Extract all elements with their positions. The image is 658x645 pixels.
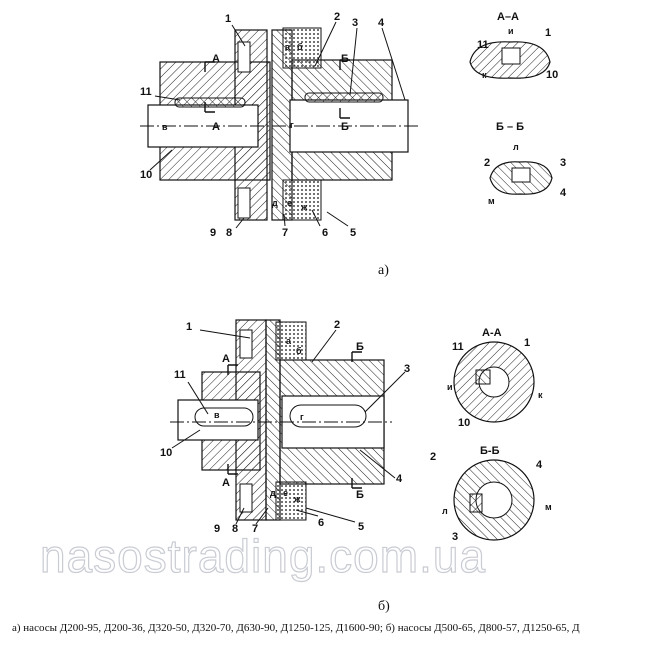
figure-caption: а) насосы Д200-95, Д200-36, Д320-50, Д32…	[12, 622, 580, 634]
bb-label-l-b: л	[442, 506, 448, 516]
panel-b: А А Б Б а б в г д е ж 1 2 3 4 5 6	[160, 319, 552, 614]
aa-label-11: 11	[477, 39, 489, 51]
bolt-bottom-b	[239, 483, 253, 513]
callout-1-b: 1	[186, 321, 192, 333]
callout-6-b: 6	[318, 517, 324, 529]
elastic-sleeve-bottom-b	[275, 481, 307, 521]
dims-b: а б в г д е ж	[214, 336, 304, 504]
detail-aa-a: А–А и 11 1 10 к	[469, 11, 558, 81]
bolt-top	[237, 41, 251, 73]
bb-label-4: 4	[560, 187, 567, 199]
dim-v-b: в	[214, 410, 220, 420]
callout-5: 5	[350, 227, 356, 239]
callout-11: 11	[140, 86, 152, 98]
dim-d-b: д	[270, 488, 276, 498]
callout-5-b: 5	[358, 521, 364, 533]
bb-label-m-b: м	[545, 502, 552, 512]
detail-bb-a: Б – Б л 2 3 м 4	[484, 121, 567, 206]
section-label-a2: А	[212, 121, 220, 133]
dim-v: в	[162, 122, 168, 132]
aa-label-i: и	[508, 26, 514, 36]
dims-a: а б в г д е ж	[162, 42, 308, 212]
bolt-top-b	[239, 329, 253, 359]
bb-label-l: л	[513, 142, 519, 152]
callout-9: 9	[210, 227, 216, 239]
dim-zh: ж	[300, 202, 308, 212]
section-label-a1: А	[212, 53, 220, 65]
callout-3-b: 3	[404, 363, 410, 375]
section-label-b2-b: Б	[356, 489, 364, 501]
detail-aa-b: А-А 11 1 и к 10	[447, 327, 543, 429]
bb-label-3: 3	[560, 157, 566, 169]
aa-label-i-b: и	[447, 382, 453, 392]
callout-1: 1	[225, 13, 231, 25]
aa-label-10: 10	[546, 69, 558, 81]
dim-zh-b: ж	[293, 494, 301, 504]
bb-label-2-b: 2	[430, 451, 436, 463]
dim-g-b: г	[300, 412, 304, 422]
callout-8: 8	[226, 227, 232, 239]
detail-bb-b: Б-Б 2 4 л м 3	[430, 445, 552, 543]
section-label-a2-b: А	[222, 477, 230, 489]
elastic-sleeve-top	[282, 27, 322, 69]
callouts-a: 1 2 3 4 5 6 7 8 9 10 11	[140, 11, 406, 239]
watermark-text: nasostrading.com.ua	[40, 530, 486, 582]
key-left-b	[194, 407, 254, 427]
aa-label-k: к	[482, 70, 487, 80]
dim-e: е	[287, 198, 292, 208]
dim-g: г	[290, 120, 294, 130]
callout-2-b: 2	[334, 319, 340, 331]
bb-label-4-b: 4	[536, 459, 543, 471]
dim-b-b: б	[296, 346, 302, 356]
panel-b-label: б)	[378, 599, 390, 614]
callout-11-b: 11	[174, 369, 186, 381]
callout-2: 2	[334, 11, 340, 23]
key-right	[304, 92, 384, 103]
bb-label-m: м	[488, 196, 495, 206]
key-left	[174, 97, 246, 108]
callout-10: 10	[140, 169, 152, 181]
section-label-a1-b: А	[222, 353, 230, 365]
panel-a: А А Б Б а б в г д е ж 1 2 3 4 5	[140, 11, 567, 278]
detail-aa-title-b: А-А	[482, 327, 502, 339]
detail-bb-title-a: Б – Б	[496, 121, 524, 133]
aa-label-10-b: 10	[458, 417, 470, 429]
panel-a-label: а)	[378, 263, 389, 278]
callout-7: 7	[282, 227, 288, 239]
callout-9-b: 9	[214, 523, 220, 535]
callout-8-b: 8	[232, 523, 238, 535]
section-label-b1-b: Б	[356, 341, 364, 353]
bolt-bottom	[237, 187, 251, 219]
elastic-sleeve-top-b	[275, 321, 307, 361]
callout-3: 3	[352, 17, 358, 29]
aa-label-k-b: к	[538, 390, 543, 400]
callout-4: 4	[378, 17, 385, 29]
bb-label-2: 2	[484, 157, 490, 169]
dim-e-b: е	[283, 488, 288, 498]
detail-aa-title-a: А–А	[497, 11, 519, 23]
callouts-b: 1 2 3 4 5 6 7 8 9 10 11	[160, 319, 410, 535]
callout-7-b: 7	[252, 523, 258, 535]
dim-b: б	[297, 42, 303, 52]
section-marks-b: А А Б Б	[222, 341, 364, 501]
dim-d: д	[272, 198, 278, 208]
section-label-b2: Б	[341, 121, 349, 133]
elastic-sleeve-bottom	[282, 179, 322, 221]
aa-label-11-b: 11	[452, 341, 464, 353]
section-marks-a: А А Б Б	[204, 53, 350, 133]
bb-label-3-b: 3	[452, 531, 458, 543]
aa-label-1-b: 1	[524, 337, 530, 349]
dim-a: а	[285, 42, 291, 52]
dim-a-b: а	[286, 336, 292, 346]
callout-6: 6	[322, 227, 328, 239]
detail-bb-title-b: Б-Б	[480, 445, 500, 457]
callout-4-b: 4	[396, 473, 403, 485]
aa-label-1: 1	[545, 27, 551, 39]
callout-10-b: 10	[160, 447, 172, 459]
section-label-b1: Б	[341, 53, 349, 65]
